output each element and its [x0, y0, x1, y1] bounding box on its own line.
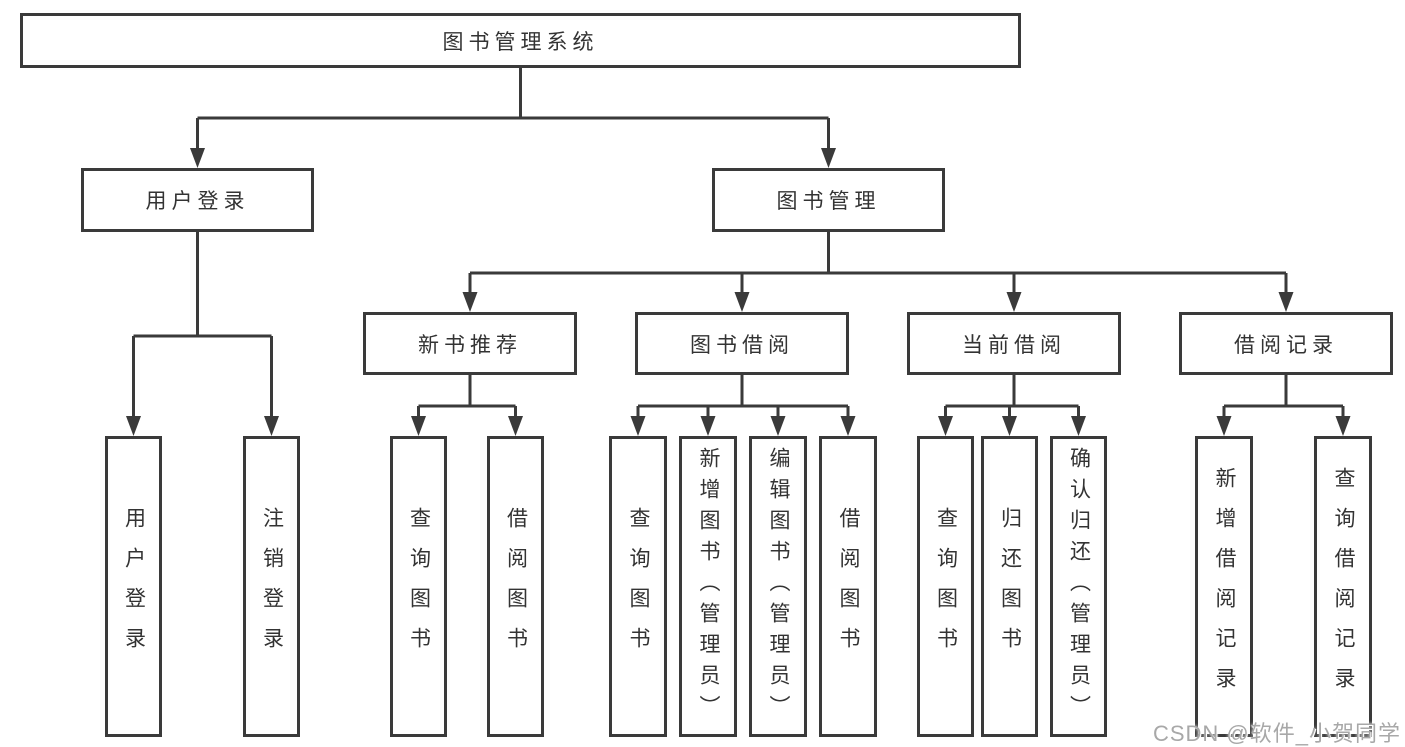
node-book-borrowing: 图书借阅	[635, 312, 849, 375]
arrow-icon	[1006, 292, 1022, 312]
node-new-book-recommend: 新书推荐	[363, 312, 577, 375]
node-label: 借阅记录	[1234, 333, 1338, 357]
arrow-icon	[821, 148, 836, 168]
node-user-login: 用户登录	[81, 168, 314, 232]
connector-book-borrowing	[636, 375, 850, 418]
node-label: 借阅图书	[504, 506, 528, 667]
arrow-icon	[462, 292, 478, 312]
node-leaf-edit-book-admin: 编辑图书（管理员）	[749, 436, 807, 737]
connector-borrowing-records	[1222, 375, 1345, 418]
node-leaf-borrow-books: 借阅图书	[819, 436, 877, 737]
connector-root	[196, 68, 830, 150]
node-current-borrowing: 当前借阅	[907, 312, 1121, 375]
node-label: 新增图书（管理员）	[697, 447, 720, 726]
node-label: 新书推荐	[418, 333, 522, 357]
node-leaf-query-books-borrowing: 查询图书	[609, 436, 667, 737]
arrow-icon	[126, 416, 141, 436]
arrowheads	[126, 148, 1351, 436]
arrow-icon	[1216, 416, 1232, 436]
arrow-icon	[734, 292, 750, 312]
arrow-icon	[411, 416, 426, 436]
node-label: 借阅图书	[837, 506, 860, 667]
arrow-icon	[630, 416, 646, 436]
arrow-icon	[1278, 292, 1294, 312]
node-leaf-add-book-admin: 新增图书（管理员）	[679, 436, 737, 737]
arrow-icon	[1071, 416, 1086, 436]
connector-user-login	[132, 232, 273, 418]
node-label: 用户登录	[122, 506, 146, 667]
connector-new-book-recommend	[417, 375, 517, 418]
node-leaf-add-borrow-record: 新增借阅记录	[1195, 436, 1253, 737]
node-label: 图书借阅	[690, 333, 794, 357]
node-leaf-query-books-current: 查询图书	[917, 436, 974, 737]
node-leaf-logout: 注销登录	[243, 436, 300, 737]
arrow-icon	[1002, 416, 1017, 436]
node-leaf-query-borrow-record: 查询借阅记录	[1314, 436, 1372, 737]
node-label: 查询图书	[934, 506, 958, 667]
watermark: CSDN @软件_小贺同学	[1152, 721, 1401, 746]
node-label: 图书管理系统	[442, 30, 599, 54]
arrow-icon	[508, 416, 523, 436]
arrow-icon	[264, 416, 279, 436]
node-label: 注销登录	[260, 506, 284, 667]
arrow-icon	[700, 416, 716, 436]
node-label: 确认归还（管理员）	[1067, 447, 1091, 726]
node-label: 用户登录	[145, 190, 250, 213]
node-label: 查询借阅记录	[1332, 466, 1355, 707]
node-label: 编辑图书（管理员）	[767, 447, 790, 726]
node-leaf-query-books-recommend: 查询图书	[390, 436, 447, 737]
node-library-system: 图书管理系统	[20, 13, 1021, 68]
node-label: 当前借阅	[962, 333, 1066, 357]
arrow-icon	[190, 148, 205, 168]
node-label: 图书管理	[776, 190, 881, 213]
node-borrowing-records: 借阅记录	[1179, 312, 1393, 375]
node-label: 查询图书	[627, 506, 650, 667]
connector-current-borrowing	[944, 375, 1080, 418]
arrow-icon	[770, 416, 786, 436]
node-leaf-confirm-return-admin: 确认归还（管理员）	[1050, 436, 1107, 737]
node-label: 新增借阅记录	[1213, 466, 1236, 707]
node-leaf-return-books: 归还图书	[981, 436, 1038, 737]
node-label: 查询图书	[407, 506, 431, 667]
arrow-icon	[1335, 416, 1351, 436]
node-label: 归还图书	[998, 506, 1022, 667]
node-book-management: 图书管理	[712, 168, 945, 232]
arrow-icon	[938, 416, 953, 436]
connector-book-management	[468, 232, 1288, 294]
node-leaf-borrow-books-recommend: 借阅图书	[487, 436, 544, 737]
node-leaf-user-login-action: 用户登录	[105, 436, 162, 737]
arrow-icon	[840, 416, 856, 436]
